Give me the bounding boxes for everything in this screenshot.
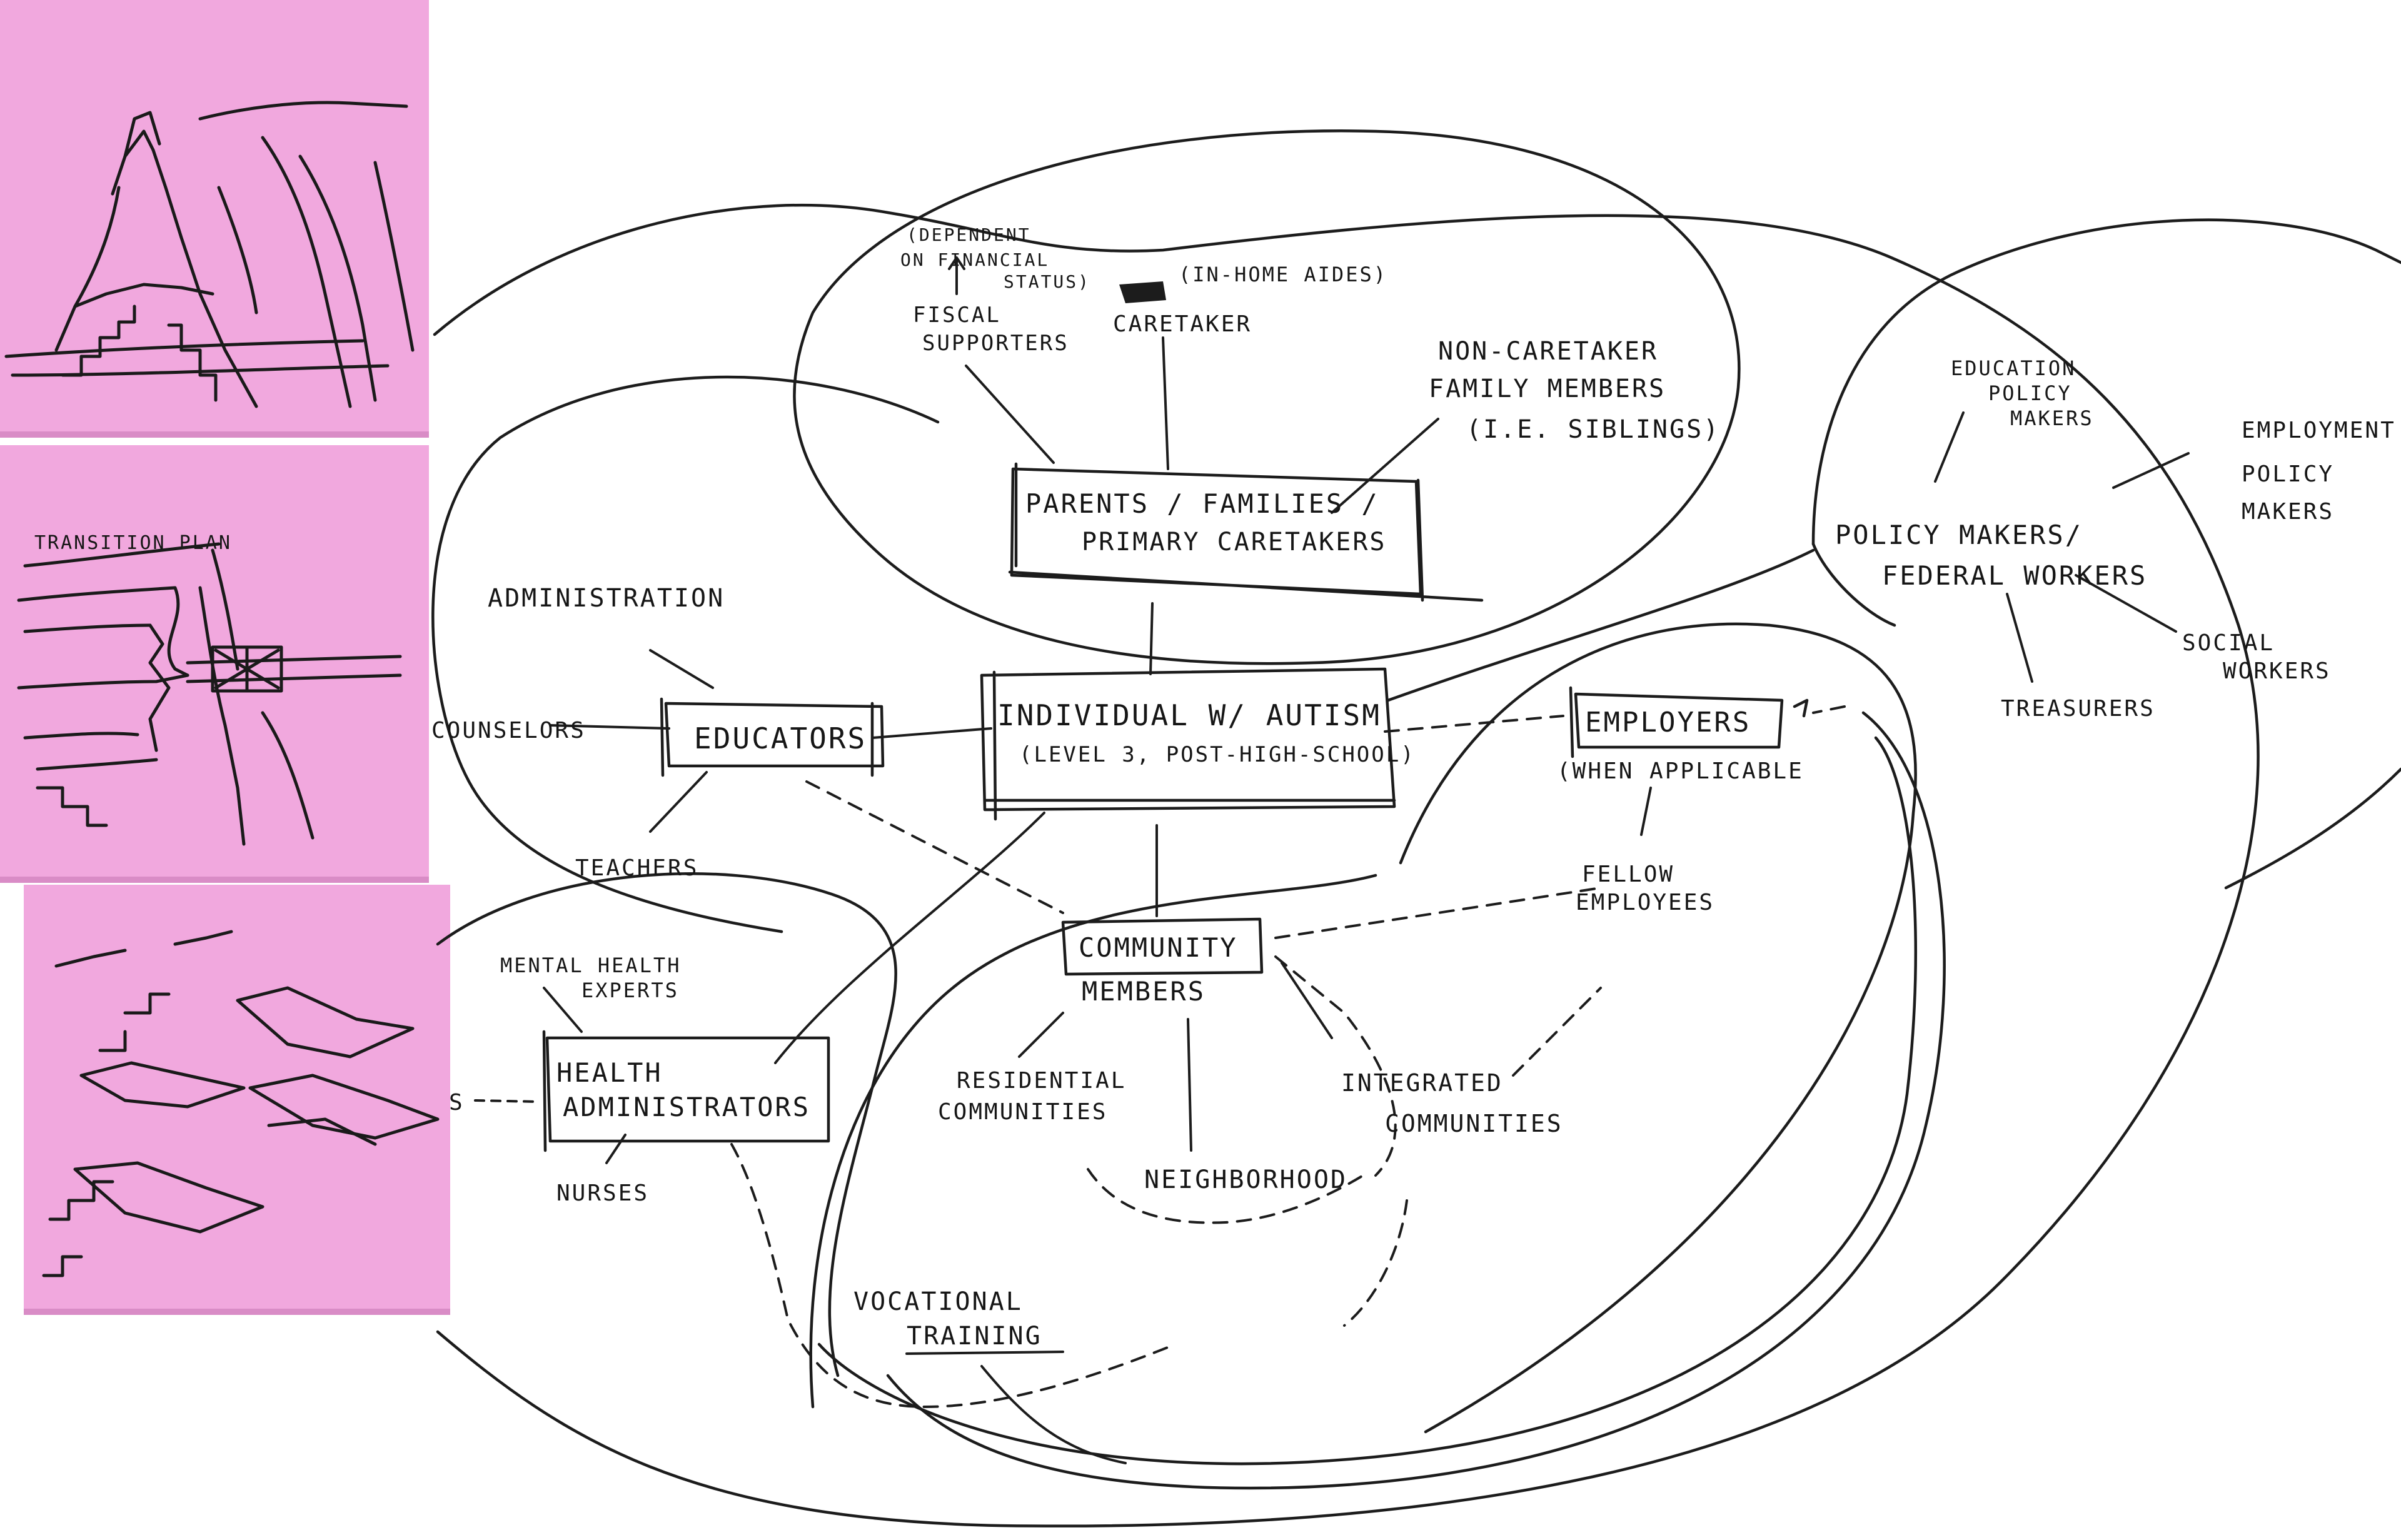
vocational-line1: VOCATIONAL: [853, 1287, 1023, 1316]
solid-connectors: [543, 336, 2190, 1164]
community-node-line2: MEMBERS: [1082, 976, 1206, 1007]
policy-node-line2: FEDERAL WORKERS: [1882, 560, 2147, 591]
residential-line2: COMMUNITIES: [938, 1099, 1107, 1125]
dashed-connectors: [730, 705, 1846, 1408]
employers-note: (WHEN APPLICABLE: [1557, 758, 1804, 784]
sticky-note-3: [24, 885, 450, 1315]
education-policy-line2: POLICY: [1988, 381, 2072, 405]
sticky-note-2: TRANSITION PLAN: [0, 445, 429, 883]
fiscal-supporters-line1: FISCAL: [913, 303, 1001, 328]
fellow-employees-line2: EMPLOYEES: [1576, 890, 1714, 915]
edge-fragment-s: S: [449, 1090, 465, 1115]
non-caretaker-line2: FAMILY MEMBERS: [1429, 375, 1666, 403]
health-node-line2: ADMINISTRATORS: [563, 1092, 810, 1122]
node-boxes: [542, 462, 1809, 1152]
employers-box: [1569, 686, 1784, 758]
administration: ADMINISTRATION: [488, 584, 725, 613]
employers-node: EMPLOYERS: [1585, 707, 1751, 738]
node-labels: INDIVIDUAL W/ AUTISM (LEVEL 3, POST-HIGH…: [556, 488, 2147, 1122]
stakeholder-labels: (DEPENDENT ON FINANCIAL STATUS) FISCAL S…: [431, 224, 2396, 1464]
educators-node: EDUCATORS: [694, 722, 867, 755]
non-caretaker-line3: (I.E. SIBLINGS): [1466, 415, 1720, 444]
mental-health-line2: EXPERTS: [581, 979, 679, 1002]
training-underline: [905, 1351, 1064, 1355]
health-box: [542, 1030, 830, 1152]
center-node-title: INDIVIDUAL W/ AUTISM: [997, 698, 1381, 732]
educators-box: [660, 697, 885, 777]
fellow-employees-line1: FELLOW: [1582, 862, 1674, 887]
center-node-subtitle: (LEVEL 3, POST-HIGH-SCHOOL): [1019, 742, 1416, 767]
fiscal-dependency-line2: ON FINANCIAL: [900, 249, 1049, 270]
policy-node-line1: POLICY MAKERS/: [1835, 520, 2083, 550]
sticky-note-1: [0, 0, 429, 438]
in-home-aides: (IN-HOME AIDES): [1179, 263, 1387, 286]
parents-box: [1008, 462, 1484, 602]
residential-line1: RESIDENTIAL: [957, 1068, 1126, 1094]
transition-plan-caption: TRANSITION PLAN: [34, 532, 232, 554]
treasurers: TREASURERS: [2001, 696, 2155, 722]
parents-node-line2: PRIMARY CARETAKERS: [1082, 528, 1386, 556]
fiscal-dependency-line1: (DEPENDENT: [907, 224, 1031, 245]
boundary-curves: [431, 129, 2401, 1527]
integrated-line1: INTEGRATED: [1341, 1069, 1503, 1097]
scribble-mark: [1119, 281, 1166, 303]
neighborhood: NEIGHBORHOOD: [1144, 1165, 1347, 1194]
education-policy-line3: MAKERS: [2010, 406, 2094, 430]
sketch-stepping-stones: [42, 930, 440, 1277]
nurses: NURSES: [556, 1180, 649, 1206]
vocational-line2: TRAINING: [907, 1322, 1042, 1351]
social-workers-line2: WORKERS: [2223, 658, 2331, 684]
teachers: TEACHERS: [575, 855, 698, 881]
up-arrow-icon: [948, 256, 965, 295]
non-caretaker-line1: NON-CARETAKER: [1438, 337, 1658, 366]
parents-node-line1: PARENTS / FAMILIES /: [1025, 488, 1379, 519]
employment-policy-line3: MAKERS: [2242, 499, 2334, 525]
employment-policy-line2: POLICY: [2242, 461, 2334, 487]
mental-health-line1: MENTAL HEALTH: [500, 954, 681, 977]
caretaker: CARETAKER: [1113, 311, 1252, 337]
social-workers-line1: SOCIAL: [2182, 630, 2275, 656]
sketch-mountain-stairs: [4, 101, 415, 408]
health-node-line1: HEALTH: [556, 1057, 663, 1088]
community-box: [1061, 917, 1264, 976]
health-dash: [474, 1099, 539, 1103]
fiscal-supporters-line2: SUPPORTERS: [922, 331, 1069, 356]
center-box: [980, 667, 1396, 821]
education-policy-line1: EDUCATION: [1951, 356, 2076, 380]
counselors: COUNSELORS: [431, 718, 586, 743]
integrated-line2: COMMUNITIES: [1385, 1110, 1563, 1137]
fiscal-dependency-line3: STATUS): [1004, 271, 1090, 292]
employment-policy-line1: EMPLOYMENT: [2242, 418, 2396, 443]
sketch-cliff-bridge: [17, 542, 402, 846]
training-curve: [980, 1365, 1127, 1464]
community-node-line1: COMMUNITY: [1079, 932, 1238, 963]
